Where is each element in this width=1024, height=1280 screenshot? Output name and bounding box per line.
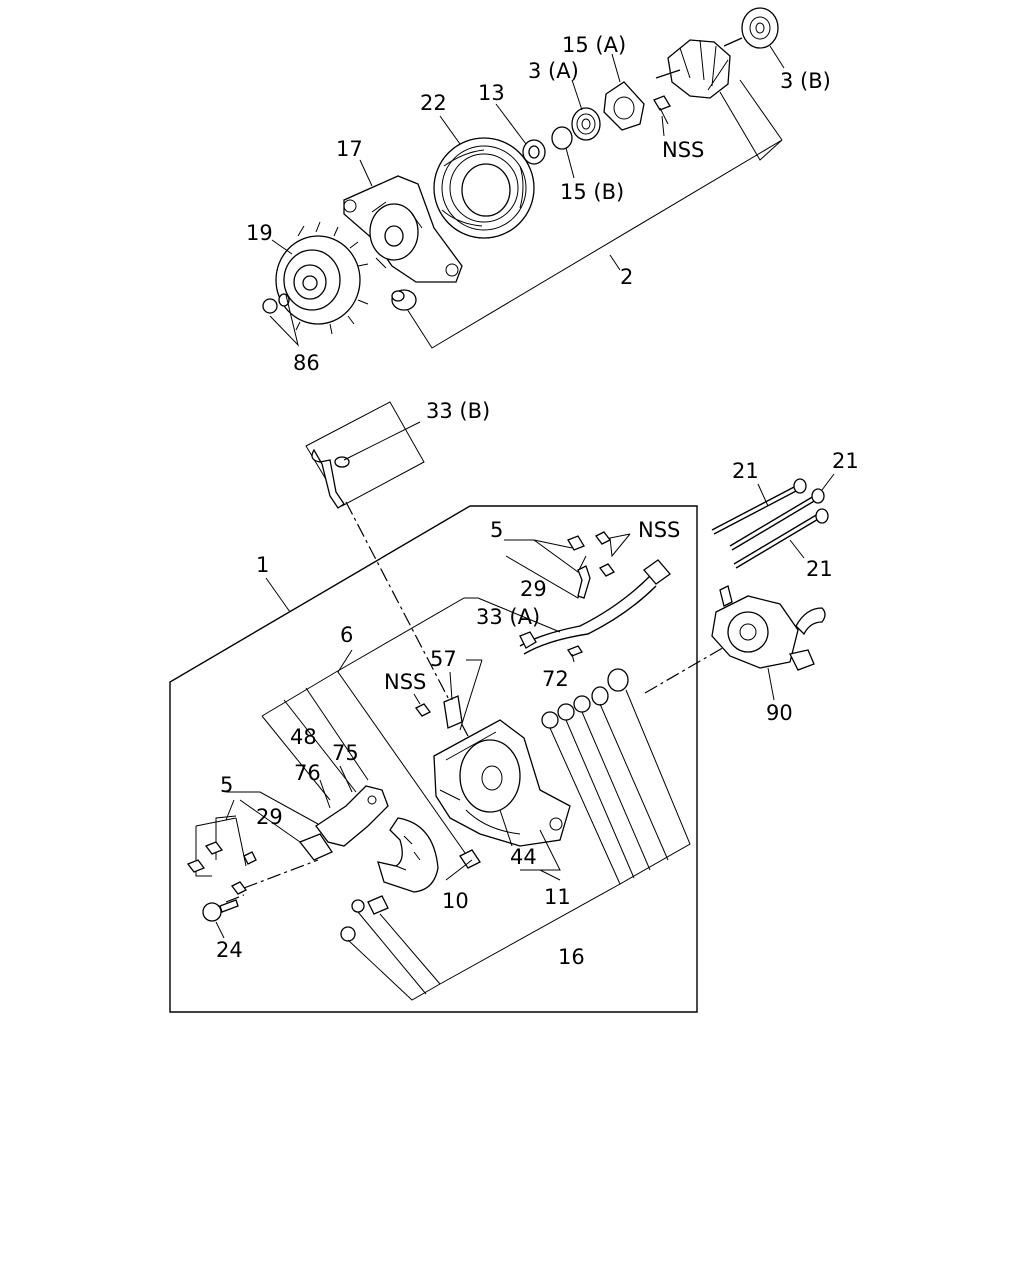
stator-part — [433, 137, 535, 239]
through-bolt-part — [733, 513, 819, 565]
capacitor-part — [459, 849, 481, 869]
callout-21-a: 21 — [732, 459, 759, 483]
callout-48: 48 — [290, 725, 317, 749]
screw-part — [653, 95, 671, 125]
callout-nss-mid: NSS — [638, 518, 680, 542]
screw-part — [367, 895, 389, 915]
callout-57: 57 — [430, 647, 457, 671]
vacuum-pump-part — [711, 585, 826, 701]
clip-part — [231, 881, 247, 895]
callout-nss-top: NSS — [662, 138, 704, 162]
lower-assembly — [169, 501, 727, 1013]
callout-6: 6 — [340, 623, 353, 647]
callout-22: 22 — [420, 91, 447, 115]
callout-1: 1 — [256, 553, 269, 577]
through-bolts — [711, 473, 835, 569]
bolt-part — [202, 899, 239, 922]
callout-15a: 15 (A) — [562, 33, 626, 57]
callout-33b: 33 (B) — [426, 399, 490, 423]
callout-labels: 15 (A) 3 (A) 3 (B) 13 22 17 19 NSS 15 (B… — [216, 33, 859, 969]
callout-76: 76 — [294, 761, 321, 785]
callout-72: 72 — [542, 667, 569, 691]
callout-21-b: 21 — [832, 449, 859, 473]
screw-part — [186, 859, 206, 873]
callout-44: 44 — [510, 845, 537, 869]
callout-11: 11 — [544, 885, 571, 909]
callout-21-c: 21 — [806, 557, 833, 581]
screw-part — [415, 703, 431, 717]
insulation-plate-part — [443, 695, 463, 729]
callout-15b: 15 (B) — [560, 180, 624, 204]
brush-holder-part — [298, 785, 389, 861]
bearing-a-part — [571, 107, 601, 141]
callout-5-lower: 5 — [220, 773, 233, 797]
rear-housing-part — [433, 719, 571, 847]
washer-part — [551, 126, 573, 150]
callout-24: 24 — [216, 938, 243, 962]
callout-90: 90 — [766, 701, 793, 725]
clip-part — [577, 565, 591, 599]
callout-5-upper: 5 — [490, 518, 503, 542]
callout-86: 86 — [293, 351, 320, 375]
pulley-part — [275, 221, 369, 335]
rectifier-part — [377, 817, 439, 893]
through-bolt-part — [711, 485, 797, 531]
washer-part — [351, 899, 365, 913]
washer-part — [340, 926, 356, 942]
screw-part — [204, 841, 224, 855]
screw-part — [599, 563, 615, 577]
front-housing-part — [343, 175, 463, 283]
bearing-b-part — [741, 7, 779, 49]
terminal-33b — [305, 401, 425, 509]
leader-86 — [269, 294, 299, 347]
callout-29-upper: 29 — [520, 577, 547, 601]
through-bolt-part — [729, 495, 815, 547]
nut-row — [541, 668, 629, 729]
upper-assembly — [262, 7, 785, 349]
nut-washer-part — [262, 293, 290, 314]
callout-33a: 33 (A) — [476, 605, 540, 629]
screw-part — [595, 531, 611, 545]
callout-29-lower: 29 — [256, 805, 283, 829]
clip-part — [243, 851, 257, 865]
assembly-box — [169, 505, 698, 1013]
callout-13: 13 — [478, 81, 505, 105]
callout-3a: 3 (A) — [528, 59, 579, 83]
callout-16: 16 — [558, 945, 585, 969]
callout-nss-low: NSS — [384, 670, 426, 694]
callout-3b: 3 (B) — [780, 69, 831, 93]
callout-10: 10 — [442, 889, 469, 913]
callout-17: 17 — [336, 137, 363, 161]
rotor-part — [655, 37, 743, 99]
callout-19: 19 — [246, 221, 273, 245]
callout-2: 2 — [620, 265, 633, 289]
connector-part — [567, 535, 585, 551]
wire-harness-part — [519, 559, 671, 657]
retainer-plate-part — [603, 81, 645, 131]
callout-75: 75 — [332, 741, 359, 765]
bush-part — [391, 289, 417, 311]
